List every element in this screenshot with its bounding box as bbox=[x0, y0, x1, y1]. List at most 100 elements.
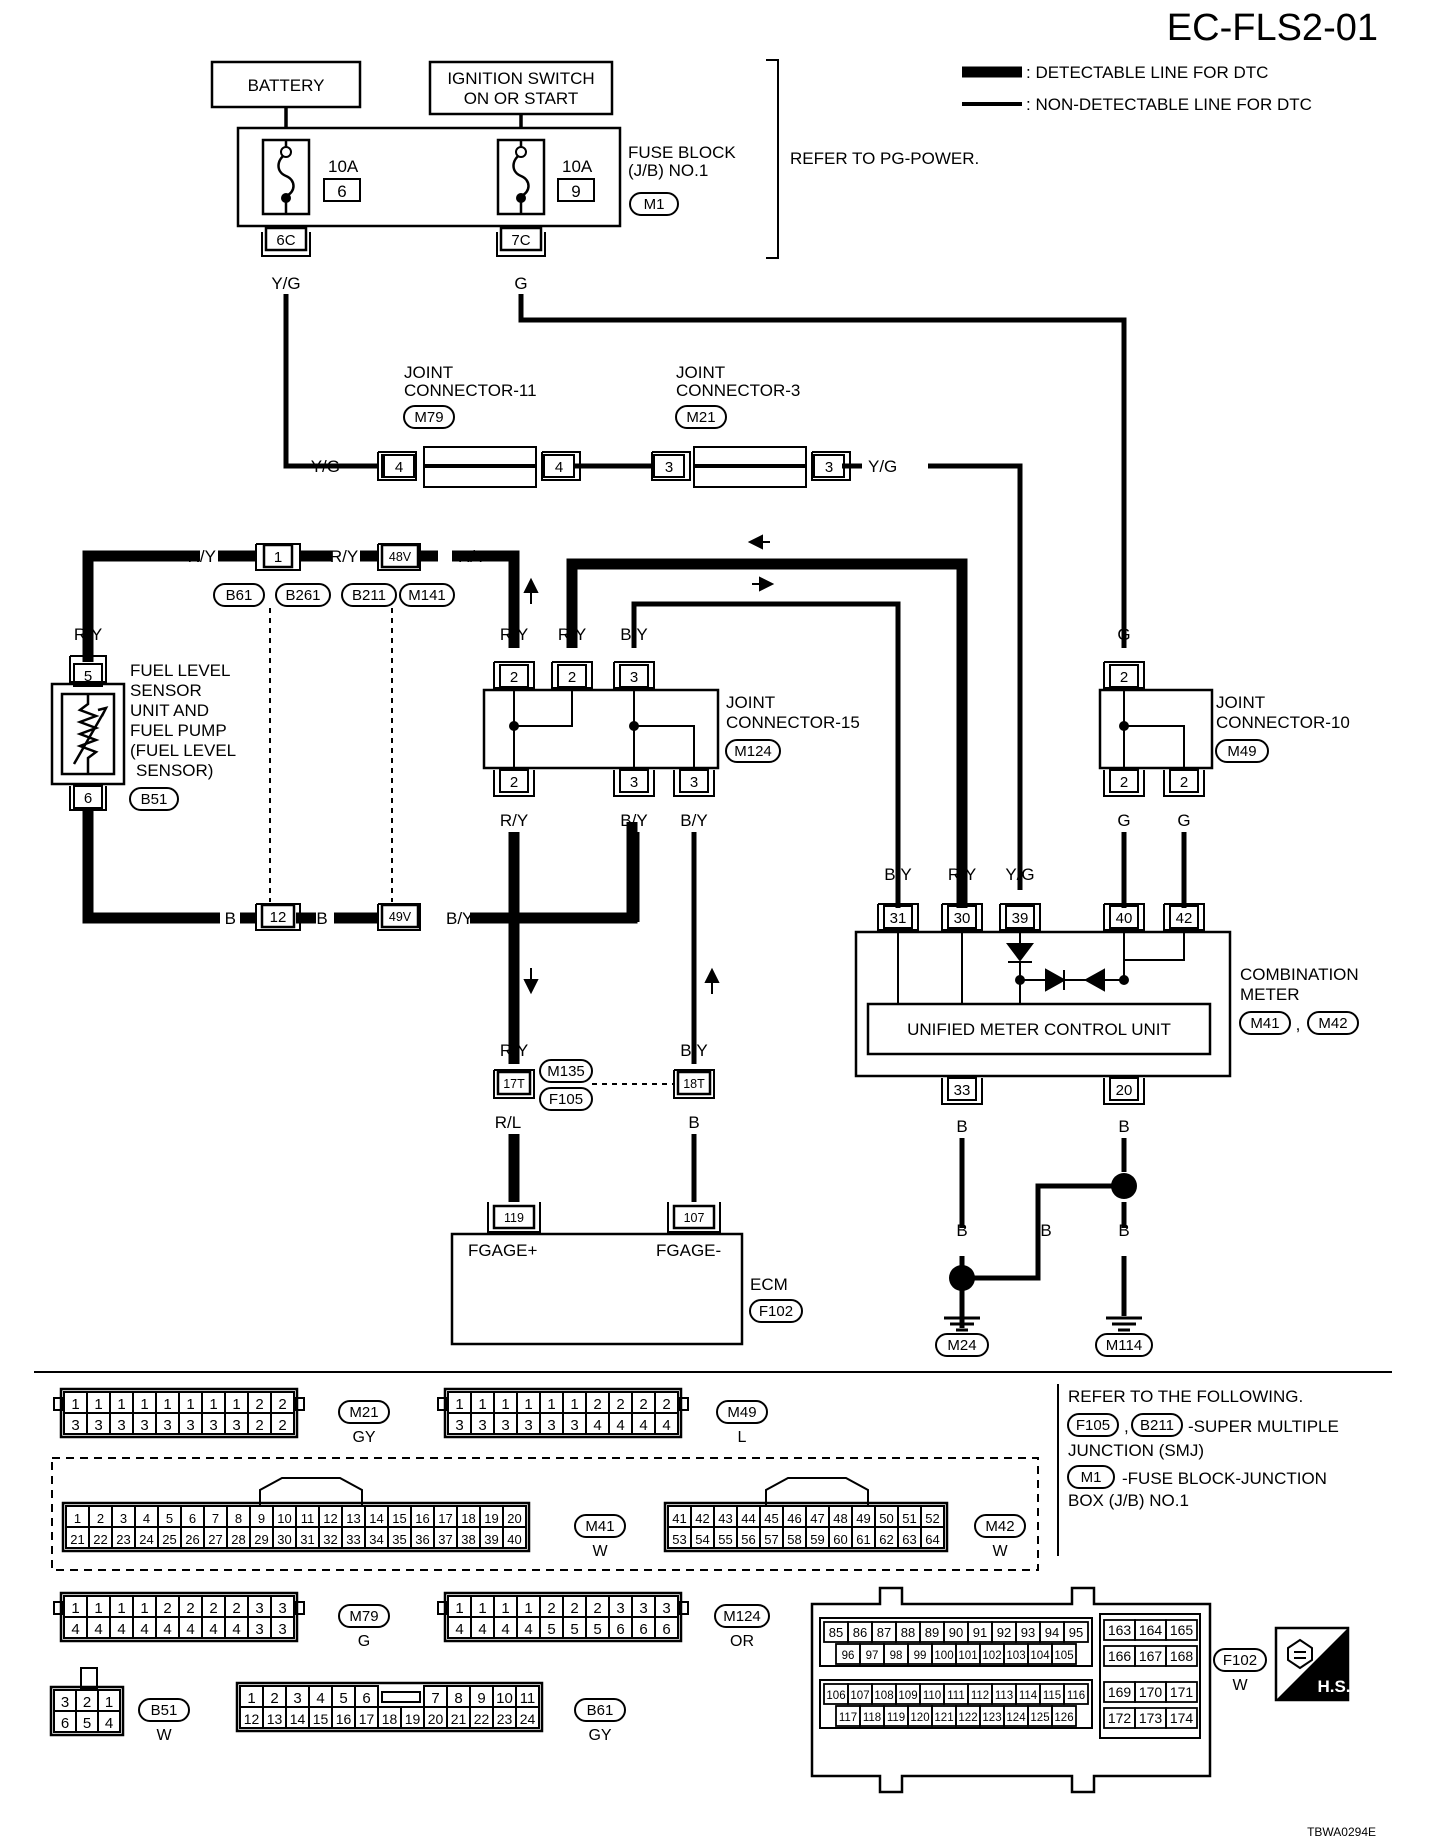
connector-pin: 6 bbox=[616, 1621, 624, 1638]
connector-pin: 1 bbox=[455, 1396, 463, 1413]
svg-text:R/Y: R/Y bbox=[948, 865, 976, 884]
wire-ry-loop bbox=[566, 558, 968, 908]
wire-by-loop bbox=[631, 601, 901, 908]
svg-text:B/Y: B/Y bbox=[680, 1041, 707, 1060]
svg-text:2: 2 bbox=[568, 669, 576, 686]
connector-pin: 1 bbox=[186, 1396, 194, 1413]
connector-pin: 52 bbox=[925, 1511, 939, 1526]
connector-pin: 24 bbox=[139, 1532, 153, 1547]
connector-pin: 21 bbox=[70, 1532, 84, 1547]
connector-pin: 1 bbox=[524, 1396, 532, 1413]
connector-pin: 17 bbox=[359, 1711, 375, 1727]
joint-3-connector-id: M21 bbox=[686, 409, 715, 426]
battery-label: BATTERY bbox=[248, 76, 325, 95]
svg-text:R/L: R/L bbox=[495, 1113, 521, 1132]
connector-id: M79 bbox=[349, 1608, 378, 1625]
svg-text:(FUEL LEVEL: (FUEL LEVEL bbox=[130, 741, 236, 760]
connector-color: OR bbox=[730, 1633, 754, 1650]
connector-pin: 3 bbox=[94, 1417, 102, 1434]
connector-pin: 17 bbox=[438, 1511, 452, 1526]
svg-text:B: B bbox=[956, 1117, 967, 1136]
connector-pin: 58 bbox=[787, 1532, 801, 1547]
connector-pin: 5 bbox=[570, 1621, 578, 1638]
connector-pin: 5 bbox=[593, 1621, 601, 1638]
connector-pin: 25 bbox=[162, 1532, 176, 1547]
connector-pin: 2 bbox=[232, 1600, 240, 1617]
svg-text:48V: 48V bbox=[389, 550, 412, 564]
connector-pin: 110 bbox=[923, 1690, 941, 1702]
svg-text:B211: B211 bbox=[352, 587, 386, 604]
fuse-2-number: 9 bbox=[571, 182, 580, 201]
connector-pin: 2 bbox=[616, 1396, 624, 1413]
connector-pin: 3 bbox=[570, 1417, 578, 1434]
connector-pin: 121 bbox=[934, 1712, 953, 1724]
connector-pin: 106 bbox=[826, 1690, 845, 1702]
connector-pin: 1 bbox=[455, 1600, 463, 1617]
svg-text:SENSOR): SENSOR) bbox=[136, 761, 213, 780]
connector-pin: 4 bbox=[117, 1621, 125, 1638]
connector-id: B51 bbox=[151, 1702, 178, 1719]
svg-text:B/Y: B/Y bbox=[620, 811, 647, 830]
svg-text:4: 4 bbox=[395, 459, 403, 476]
connector-pin: 11 bbox=[301, 1511, 315, 1526]
connector-pin: 90 bbox=[949, 1625, 963, 1640]
connector-pin: 117 bbox=[839, 1712, 857, 1724]
joint-connector-11: 4 4 bbox=[377, 446, 581, 488]
connector-pin: 6 bbox=[61, 1715, 69, 1732]
fuse-block: 10A 6 10A 9 bbox=[236, 126, 622, 228]
connector-pin: 4 bbox=[163, 1621, 171, 1638]
connector-pin: 3 bbox=[186, 1417, 194, 1434]
svg-text:B: B bbox=[1040, 1221, 1051, 1240]
svg-text:R/Y: R/Y bbox=[74, 625, 102, 644]
connector-pin: 3 bbox=[117, 1417, 125, 1434]
connector-pin: 3 bbox=[524, 1417, 532, 1434]
fuse-1-number: 6 bbox=[337, 182, 346, 201]
svg-text:JOINT: JOINT bbox=[1216, 693, 1265, 712]
connector-pin: 20 bbox=[428, 1711, 444, 1727]
connector-pin: 4 bbox=[455, 1621, 463, 1638]
connector-pin: 174 bbox=[1170, 1710, 1194, 1726]
svg-text:CONNECTOR-3: CONNECTOR-3 bbox=[676, 381, 800, 400]
fuse-1-amp: 10A bbox=[328, 157, 359, 176]
connector-pin: 87 bbox=[877, 1625, 891, 1640]
svg-text:42: 42 bbox=[1176, 910, 1193, 927]
svg-text:40: 40 bbox=[1116, 910, 1133, 927]
connector-pin: 167 bbox=[1139, 1648, 1163, 1664]
connector-pin: 170 bbox=[1139, 1684, 1163, 1700]
terminal-6c: 6C bbox=[261, 226, 311, 257]
connector-pin: 10 bbox=[277, 1511, 291, 1526]
connector-pin: 1 bbox=[105, 1694, 113, 1711]
connector-pin: 49 bbox=[856, 1511, 870, 1526]
connector-pin: 23 bbox=[497, 1711, 513, 1727]
svg-text:G: G bbox=[1117, 811, 1130, 830]
svg-text:33: 33 bbox=[954, 1082, 971, 1099]
ecm-connector-id: F102 bbox=[759, 1303, 793, 1320]
connector-pin: 5 bbox=[166, 1511, 173, 1526]
connector-pin: 6 bbox=[639, 1621, 647, 1638]
connector-pin: 39 bbox=[484, 1532, 498, 1547]
svg-text:METER: METER bbox=[1240, 985, 1300, 1004]
connector-pin: 116 bbox=[1067, 1690, 1085, 1702]
connector-pin: 1 bbox=[478, 1600, 486, 1617]
svg-text:R/Y: R/Y bbox=[500, 811, 528, 830]
svg-text:FUEL PUMP: FUEL PUMP bbox=[130, 721, 227, 740]
connector-pin: 2 bbox=[255, 1396, 263, 1413]
connector-pin: 48 bbox=[833, 1511, 847, 1526]
connector-pin: 88 bbox=[901, 1625, 915, 1640]
connector-pin: 97 bbox=[866, 1650, 879, 1662]
svg-text:20: 20 bbox=[1116, 1082, 1133, 1099]
connector-pin: 1 bbox=[501, 1396, 509, 1413]
combination-meter: 31 30 39 40 42 UNIFIED METER CONTROL UNI… bbox=[854, 903, 1232, 1105]
connector-pin: 4 bbox=[662, 1417, 670, 1434]
svg-text:7C: 7C bbox=[511, 232, 530, 249]
svg-text:COMBINATION: COMBINATION bbox=[1240, 965, 1359, 984]
connector-pin: 119 bbox=[887, 1712, 905, 1724]
svg-text:3: 3 bbox=[665, 459, 673, 476]
connector-pin: 16 bbox=[415, 1511, 429, 1526]
connector-pin: 96 bbox=[842, 1650, 855, 1662]
connector-pin: 111 bbox=[947, 1690, 964, 1702]
connector-pin: 4 bbox=[143, 1511, 150, 1526]
ground-m114-label: M114 bbox=[1106, 1337, 1142, 1354]
